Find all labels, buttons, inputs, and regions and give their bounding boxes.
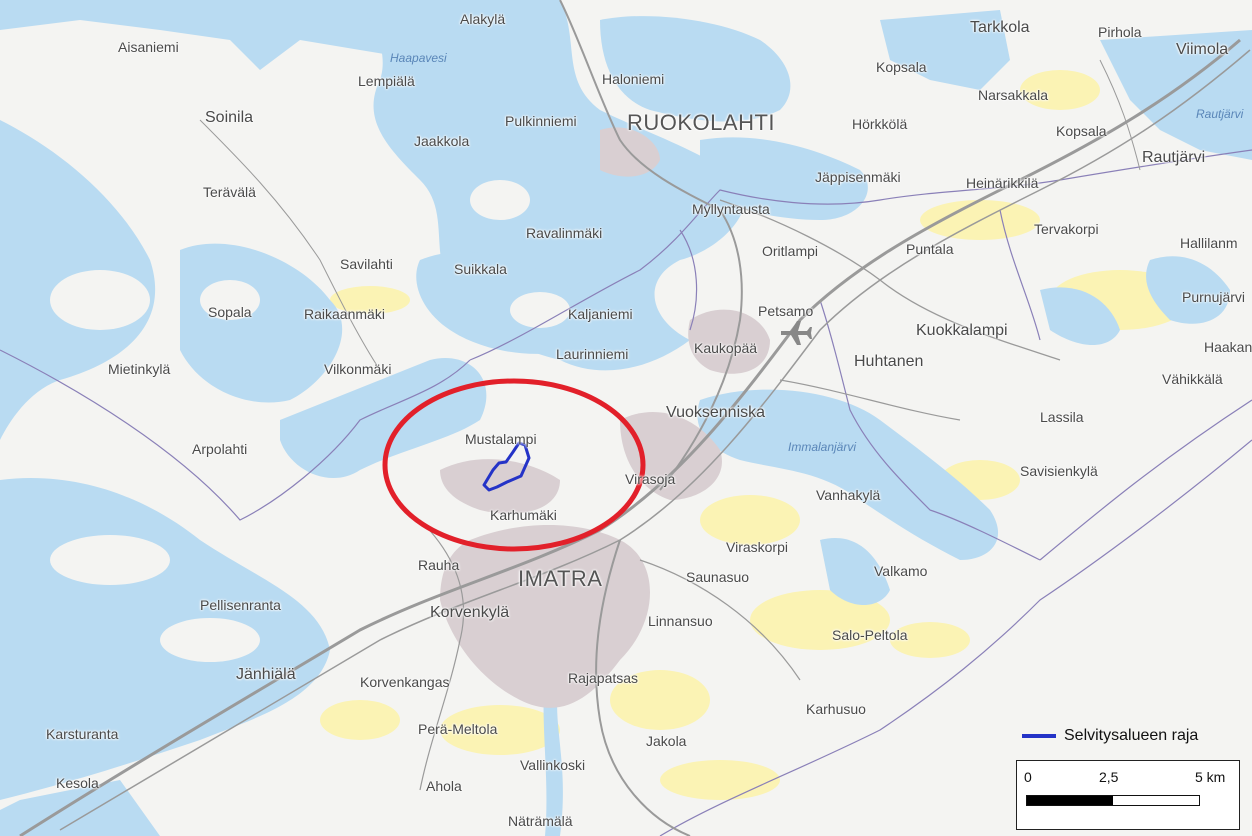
label-kuokkalampi: Kuokkalampi [916,322,1008,339]
label-huhtanen: Huhtanen [854,353,924,370]
label-lassila: Lassila [1040,409,1084,425]
label-mietinkyla: Mietinkylä [108,361,171,377]
label-kesola: Kesola [56,775,99,791]
study-area-boundary[interactable] [482,441,531,492]
label-ruokolahti: RUOKOLAHTI [627,110,776,135]
label-raikaanmaki: Raikaanmäki [304,306,385,322]
label-alakyla: Alakylä [460,11,506,27]
label-pirhola: Pirhola [1098,24,1142,40]
label-rajapatsas: Rajapatsas [568,670,639,686]
airport-icon [781,321,812,345]
label-haloniemi: Haloniemi [602,71,665,87]
label-salo-peltola: Salo-Peltola [832,627,908,643]
label-laurinniemi: Laurinniemi [556,346,629,362]
label-soinila: Soinila [205,109,254,126]
label-linnansuo: Linnansuo [648,613,713,629]
scale-bar-graphic [1026,795,1200,806]
label-narsakkala: Narsakkala [978,87,1049,103]
label-petsamo: Petsamo [758,303,814,319]
label-pulkinniemi: Pulkinniemi [505,113,577,129]
label-valkamo: Valkamo [874,563,928,579]
label-heinarikkila: Heinärikkilä [966,175,1039,191]
label-viimola: Viimola [1176,41,1229,58]
scale-tick-mid: 2,5 [1099,769,1119,785]
label-haakana: Haakan [1204,339,1252,355]
road-network [19,0,1251,836]
label-rautjarvi-lake: Rautjärvi [1196,107,1244,121]
label-imatra: IMATRA [518,566,603,591]
label-savisienkyla: Savisienkylä [1020,463,1098,479]
label-lempiala: Lempiälä [358,73,415,89]
scale-tick-0: 0 [1024,769,1032,785]
label-vanhakyla: Vanhakylä [816,487,881,503]
label-jakola: Jakola [646,733,687,749]
label-kopsala-2: Kopsala [1056,123,1107,139]
scale-bar: 0 2,5 5 km [1016,760,1240,830]
label-kopsala-1: Kopsala [876,59,927,75]
label-haapavesi: Haapavesi [390,51,447,65]
label-kaljaniemi: Kaljaniemi [568,306,633,322]
map-legend: Selvitysalueen raja [1022,726,1198,746]
label-pera-meltola: Perä-Meltola [418,721,498,737]
label-mustalampi: Mustalampi [465,431,537,447]
label-ahola: Ahola [426,778,462,794]
label-myllyntausta: Myllyntausta [692,201,770,217]
label-viraskorpi: Viraskorpi [726,539,788,555]
island-areas [50,75,570,662]
label-korvenkyla: Korvenkylä [430,604,510,621]
label-rauha: Rauha [418,557,460,573]
label-karsturanta: Karsturanta [46,726,119,742]
label-karhusuo: Karhusuo [806,701,866,717]
label-virasoja: Virasoja [625,471,676,487]
label-aisaniemi: Aisaniemi [118,39,179,55]
label-janhiala: Jänhiälä [236,666,296,683]
label-saunasuo: Saunasuo [686,569,750,585]
label-arpolahti: Arpolahti [192,441,248,457]
label-purnujarvi: Purnujärvi [1182,289,1246,305]
label-jaakkola: Jaakkola [414,133,470,149]
label-kaukopaa: Kaukopää [694,340,758,356]
label-karhumaki: Karhumäki [490,507,557,523]
label-horkkola: Hörkkölä [852,116,908,132]
label-sopala: Sopala [208,304,252,320]
label-ravalinmaki: Ravalinmäki [526,225,603,241]
label-puntala: Puntala [906,241,954,257]
label-suikkala: Suikkala [454,261,507,277]
label-vuoksenniska: Vuoksenniska [666,404,766,421]
scale-tick-end: 5 km [1195,769,1226,785]
label-korvenkangas: Korvenkangas [360,674,450,690]
label-oritlampi: Oritlampi [762,243,819,259]
label-natramala: Näträmälä [508,813,573,829]
label-pellisenranta: Pellisenranta [200,597,281,613]
label-rautjarvi: Rautjärvi [1142,149,1206,166]
urban-areas [440,127,770,708]
label-hallilanmaki: Hallilanm [1180,235,1238,251]
label-tervakorpi: Tervakorpi [1034,221,1099,237]
label-teravala: Terävälä [203,184,256,200]
municipal-borders [0,149,1252,836]
label-vilkonmaki: Vilkonmäki [324,361,392,377]
label-vallinkoski: Vallinkoski [520,757,586,773]
label-tarkkola: Tarkkola [970,19,1030,36]
legend-study-area-line [1022,734,1056,738]
label-vahikkala: Vähikkälä [1162,371,1223,387]
label-jappisenmaki: Jäppisenmäki [815,169,901,185]
scale-bar-fill [1027,796,1113,805]
label-immalanjarvi: Immalanjärvi [788,440,857,454]
label-savilahti: Savilahti [340,256,393,272]
highlight-ellipse [382,378,646,552]
legend-study-area-label: Selvitysalueen raja [1064,727,1199,744]
